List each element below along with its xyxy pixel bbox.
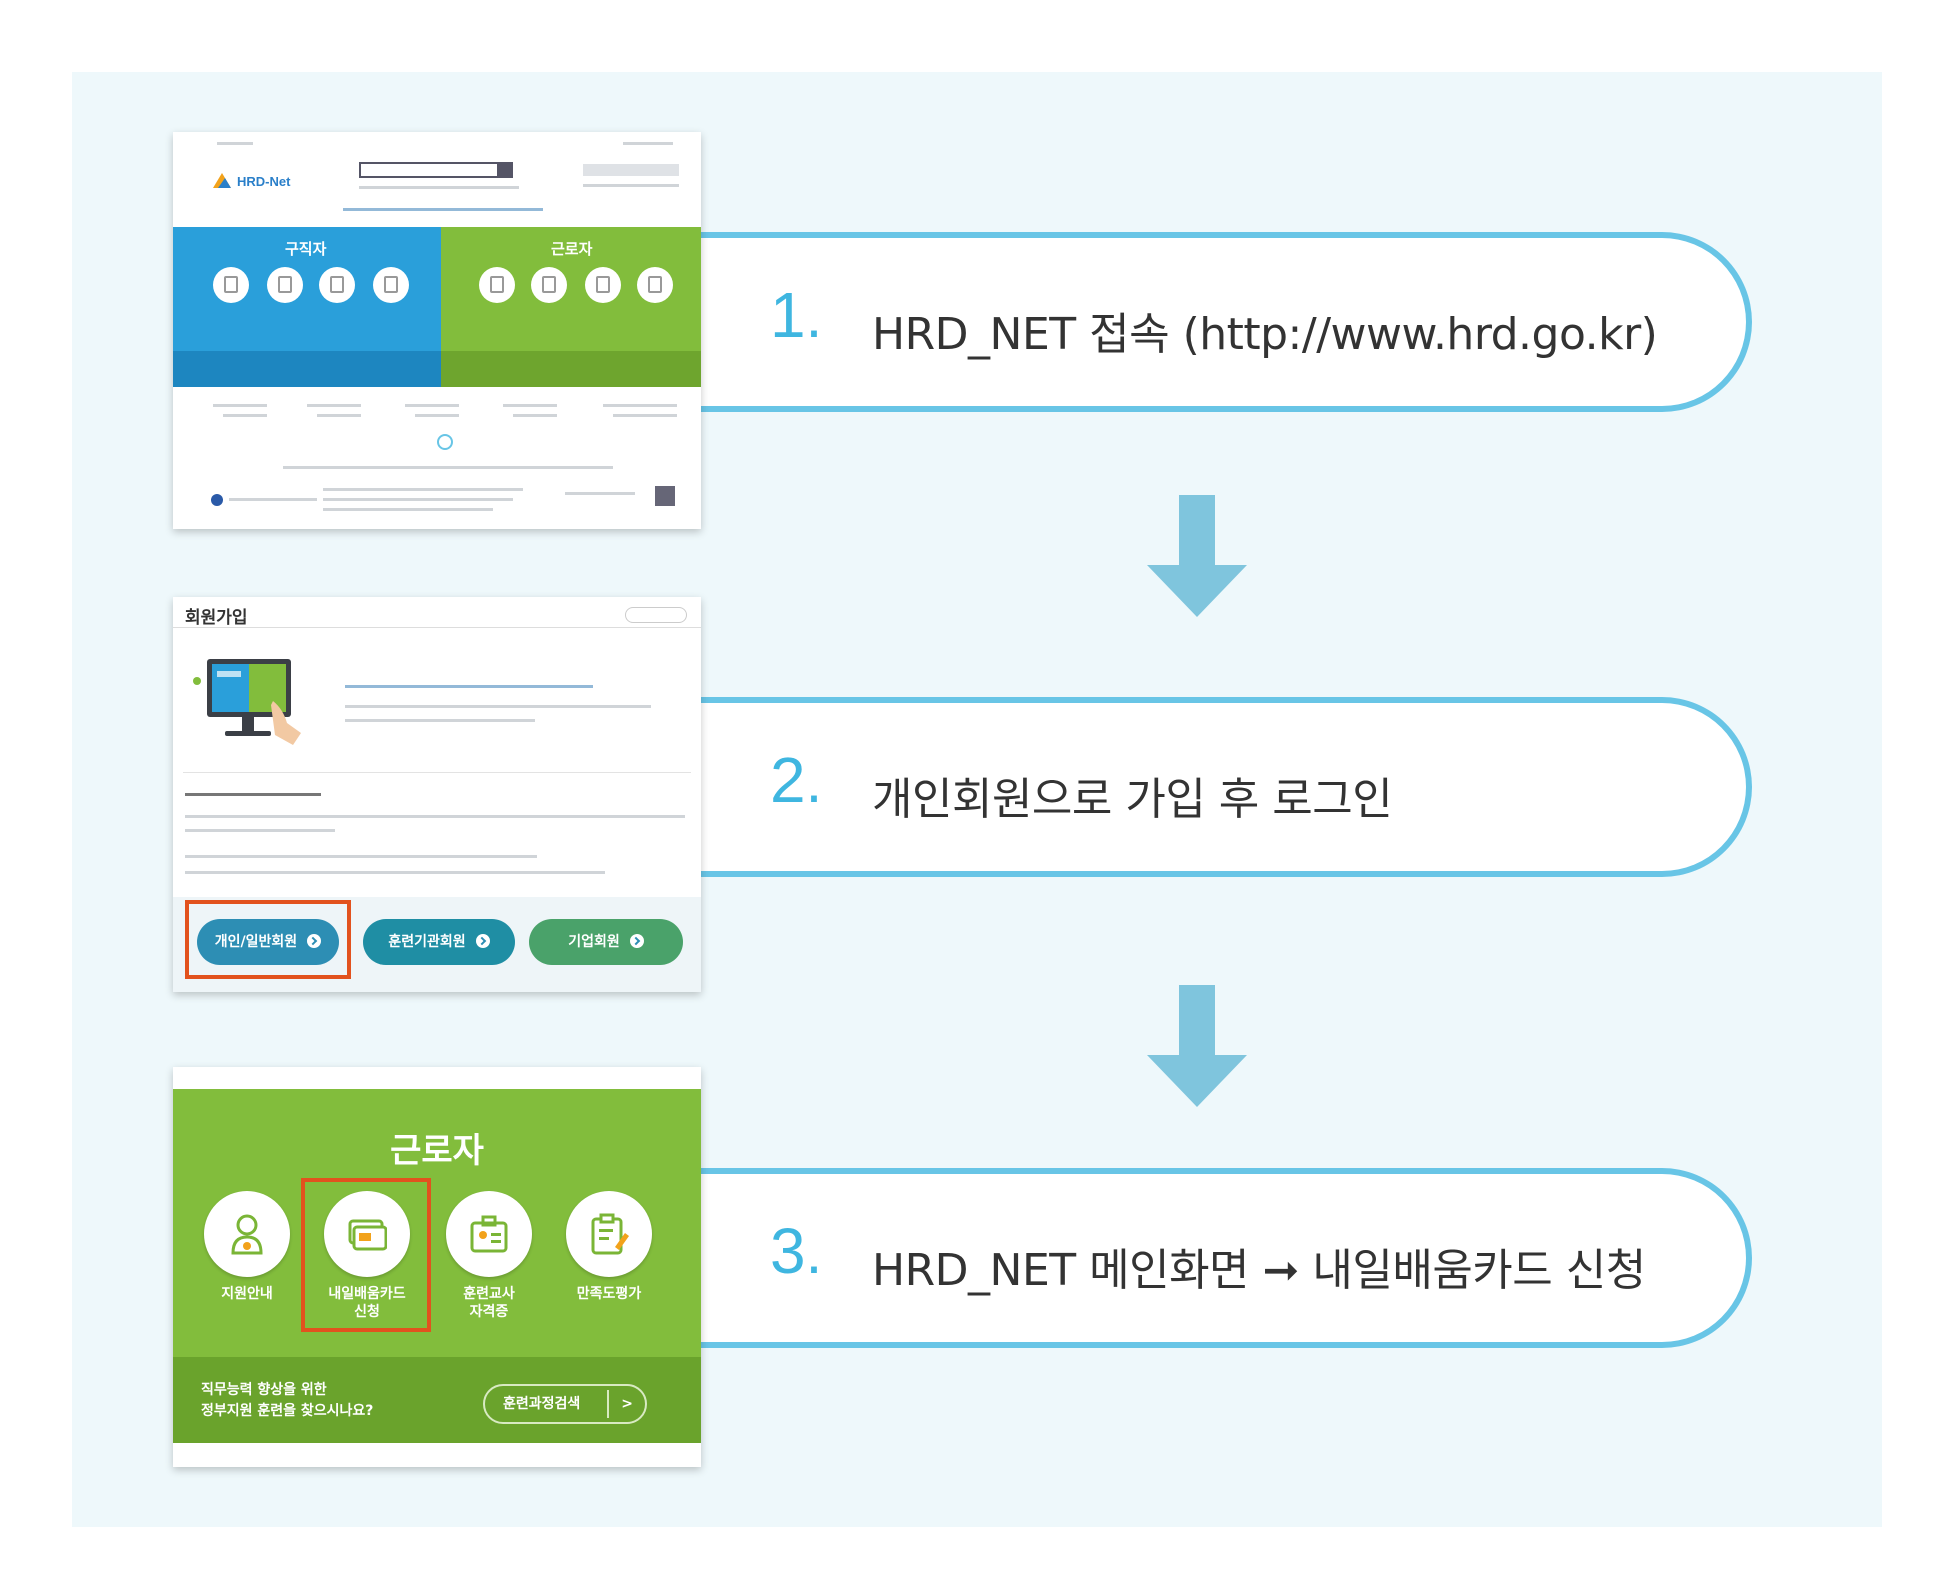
footer-text: 직무능력 향상을 위한 정부지원 훈련을 찾으시나요? <box>201 1382 374 1419</box>
step-1-pill: 1. HRD_NET 접속 (http://www.hrd.go.kr) <box>700 232 1752 412</box>
signup-page-thumbnail: 회원가입 개인/일반회원 훈련기관회원 기업회원 <box>173 597 701 992</box>
individual-member-button[interactable]: 개인/일반회원 <box>197 919 339 965</box>
jobseeker-icon <box>213 267 249 303</box>
card-icon[interactable] <box>324 1191 410 1277</box>
worker-icon <box>637 267 673 303</box>
worker-icon <box>585 267 621 303</box>
jobseeker-icon <box>373 267 409 303</box>
step-1-number: 1. <box>770 279 823 351</box>
down-arrow-icon <box>1147 985 1247 1107</box>
chevron-right-icon <box>307 934 322 948</box>
signup-title: 회원가입 <box>185 608 248 628</box>
scroll-down-icon <box>437 434 453 450</box>
corporate-member-button[interactable]: 기업회원 <box>529 919 683 965</box>
person-icon[interactable] <box>204 1191 290 1277</box>
jobseeker-icon <box>319 267 355 303</box>
worker-icon <box>479 267 515 303</box>
step-2-number: 2. <box>770 744 823 816</box>
hrd-logo-text: HRD-Net <box>237 174 291 189</box>
chevron-right-icon <box>629 934 644 948</box>
step-3-number: 3. <box>770 1215 823 1287</box>
worker-section-thumbnail: 근로자 지원안내 내일배움카드 신청 훈련교사 자격증 만족도평가 직무능력 향… <box>173 1067 701 1467</box>
hrd-logo-icon <box>213 173 231 188</box>
jobseeker-section-title: 구직자 <box>285 240 327 258</box>
down-arrow-icon <box>1147 495 1247 617</box>
search-input <box>359 162 499 178</box>
jobseeker-icon <box>267 267 303 303</box>
chevron-right-icon: > <box>621 1396 633 1412</box>
worker-title: 근로자 <box>390 1131 484 1171</box>
step-3-text: HRD_NET 메인화면 ➞ 내일배움카드 신청 <box>872 1245 1646 1296</box>
hrd-net-homepage-thumbnail: HRD-Net 구직자 근로자 <box>173 132 701 529</box>
government-logo-icon <box>211 494 223 506</box>
worker-section-title: 근로자 <box>551 240 593 258</box>
clipboard-icon[interactable] <box>566 1191 652 1277</box>
training-institution-member-button[interactable]: 훈련기관회원 <box>363 919 515 965</box>
highlight-box <box>301 1178 431 1332</box>
step-2-text: 개인회원으로 가입 후 로그인 <box>872 774 1393 825</box>
course-search-button[interactable]: 훈련과정검색 > <box>483 1384 647 1424</box>
guide-label: 지원안내 <box>221 1286 273 1302</box>
chevron-right-icon <box>475 934 490 948</box>
teacher-certificate-label: 훈련교사 자격증 <box>463 1286 515 1320</box>
highlight-box <box>185 900 351 979</box>
worker-icon <box>531 267 567 303</box>
learning-card-label: 내일배움카드 신청 <box>328 1286 406 1320</box>
search-icon <box>499 162 513 178</box>
step-1-text: HRD_NET 접속 (http://www.hrd.go.kr) <box>872 309 1658 360</box>
certificate-icon[interactable] <box>446 1191 532 1277</box>
satisfaction-survey-label: 만족도평가 <box>576 1286 642 1302</box>
step-3-pill: 3. HRD_NET 메인화면 ➞ 내일배움카드 신청 <box>700 1168 1752 1348</box>
step-2-pill: 2. 개인회원으로 가입 후 로그인 <box>700 697 1752 877</box>
qr-code-icon <box>655 486 675 506</box>
computer-monitor-icon <box>193 659 301 745</box>
